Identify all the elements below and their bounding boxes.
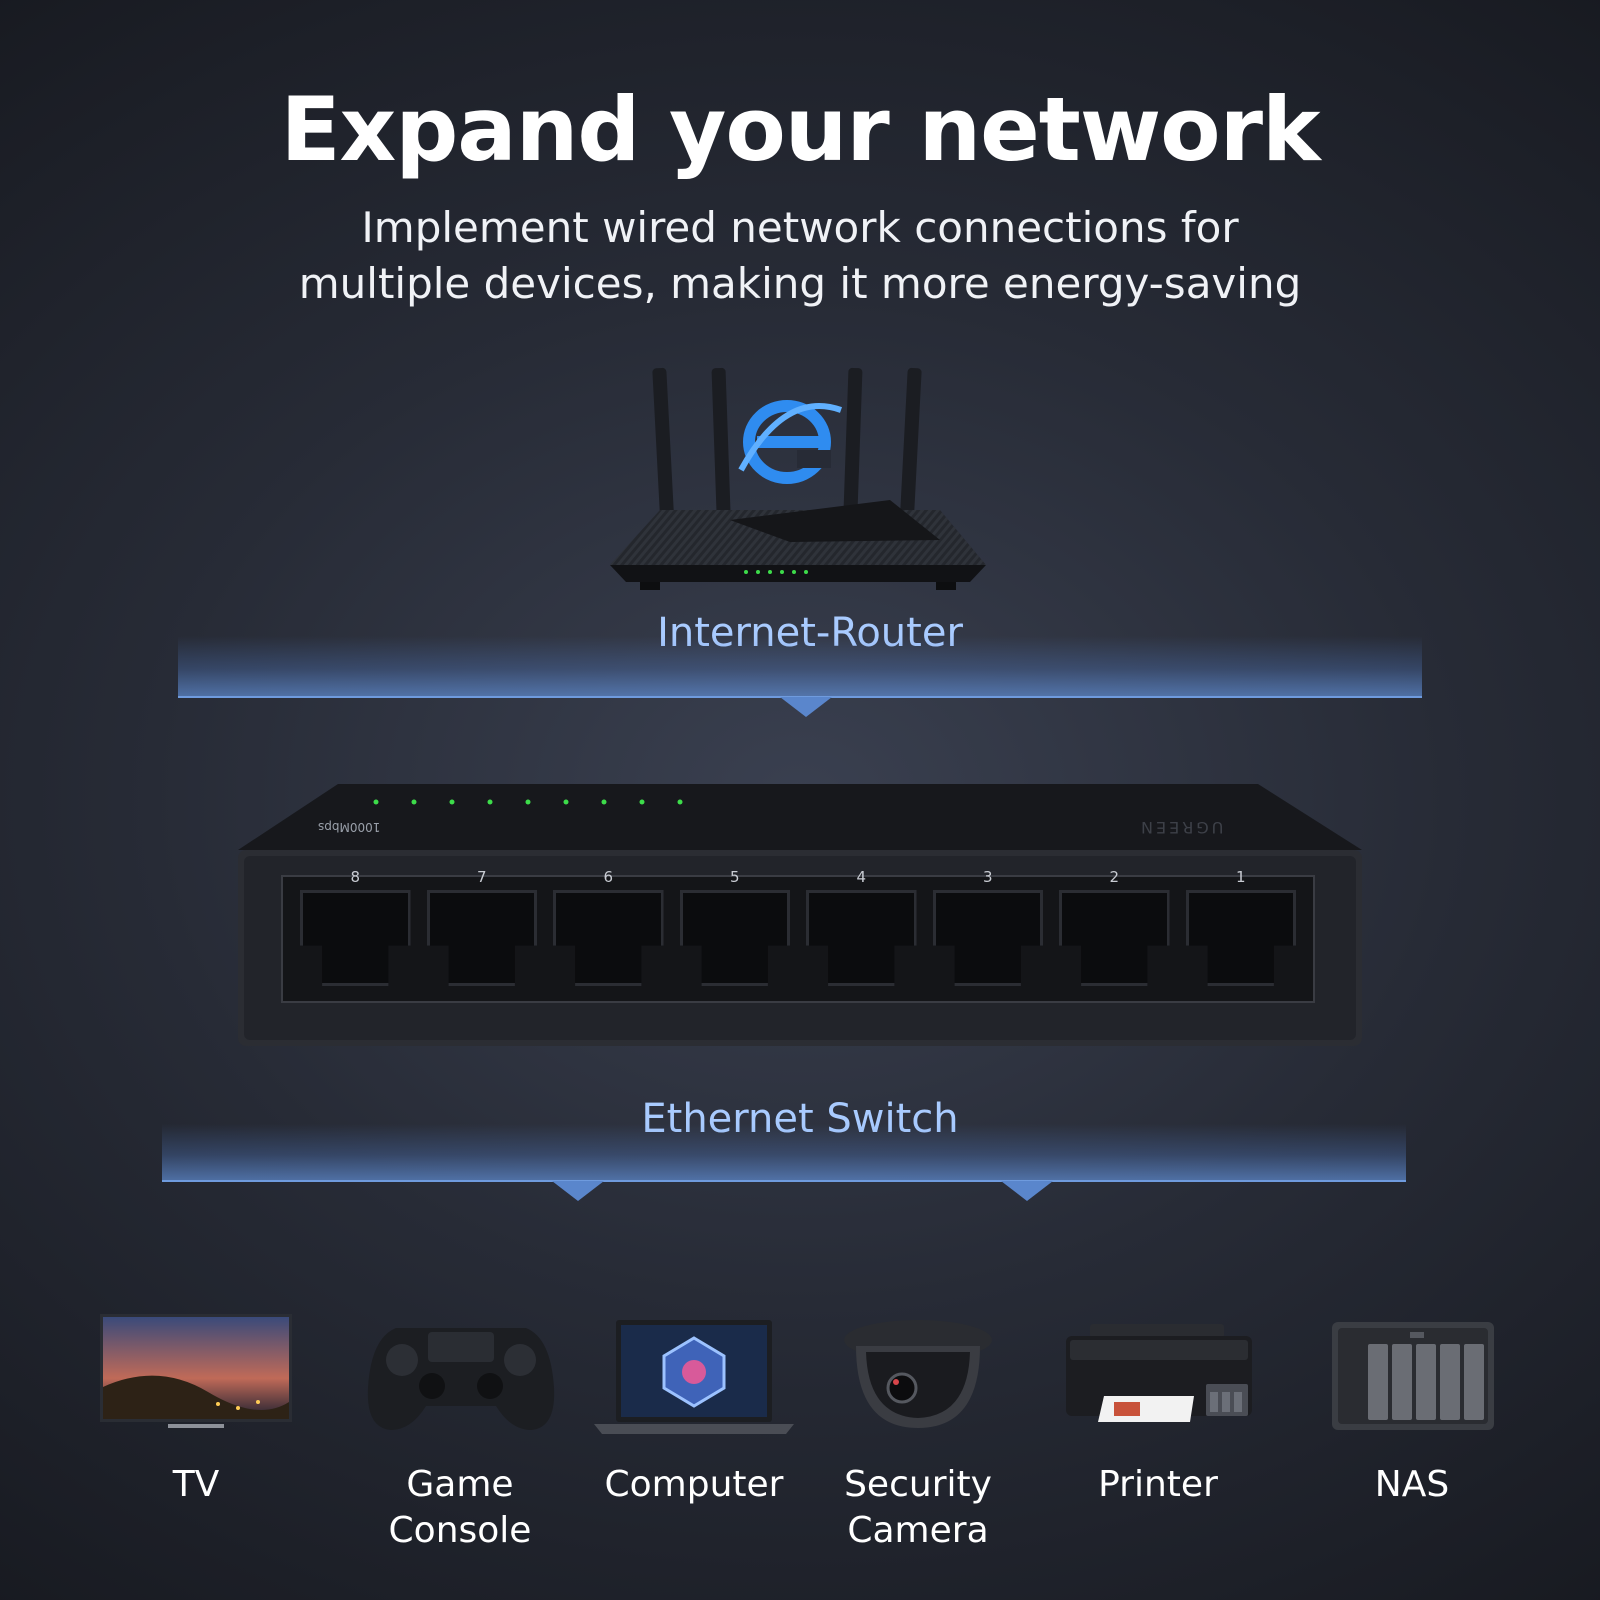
rj45-port: 4 [802, 868, 921, 998]
tv-icon [100, 1314, 292, 1428]
switch-band-pointer-left [552, 1181, 604, 1201]
rj45-port: 6 [549, 868, 668, 998]
page-title: Expand your network [280, 78, 1320, 181]
device-label-tv: TV [172, 1464, 220, 1505]
device-label-nas: NAS [1374, 1464, 1450, 1505]
rj45-port: 5 [676, 868, 795, 998]
port-number: 7 [476, 868, 487, 886]
nas-icon [1332, 1322, 1494, 1430]
switch-band-edge [162, 1180, 1406, 1182]
security-camera-icon [844, 1320, 992, 1428]
switch-ports: 8 7 6 5 4 3 2 1 [296, 868, 1300, 998]
port-number: 5 [729, 868, 740, 886]
rj45-port: 8 [296, 868, 415, 998]
router-band [178, 636, 1422, 696]
router-antennas [652, 367, 922, 529]
device-label-security-camera: Security Camera [844, 1464, 992, 1551]
port-number: 6 [603, 868, 614, 886]
switch-speed-text: 1000Mbps [318, 820, 381, 834]
rj45-port: 1 [1182, 868, 1301, 998]
device-label-game-console: Game Console [388, 1464, 532, 1551]
port-number: 2 [1109, 868, 1120, 886]
port-number: 3 [982, 868, 993, 886]
switch-band [162, 1124, 1406, 1180]
game-console-icon [367, 1328, 555, 1430]
router-leds [744, 570, 808, 574]
ethernet-switch: 1000Mbps UGREEN 8 7 6 5 4 3 2 [238, 780, 1362, 1050]
router-band-pointer [780, 697, 832, 717]
router-image [610, 367, 986, 590]
rj45-port: 7 [423, 868, 542, 998]
printer-icon [1066, 1324, 1252, 1422]
switch-band-pointer-right [1001, 1181, 1053, 1201]
page-subtitle: Implement wired network connections for … [0, 200, 1600, 312]
laptop-icon [594, 1320, 794, 1434]
switch-brand-text: UGREEN [1138, 818, 1224, 837]
port-number: 8 [350, 868, 361, 886]
switch-leds [373, 790, 973, 805]
device-label-printer: Printer [1098, 1464, 1218, 1505]
port-number: 1 [1235, 868, 1246, 886]
rj45-port: 3 [929, 868, 1048, 998]
port-number: 4 [856, 868, 867, 886]
rj45-port: 2 [1055, 868, 1174, 998]
subtitle-line-1: Implement wired network connections for [361, 203, 1239, 252]
subtitle-line-2: multiple devices, making it more energy-… [298, 259, 1302, 308]
internet-icon [738, 400, 843, 484]
device-label-computer: Computer [604, 1464, 784, 1505]
